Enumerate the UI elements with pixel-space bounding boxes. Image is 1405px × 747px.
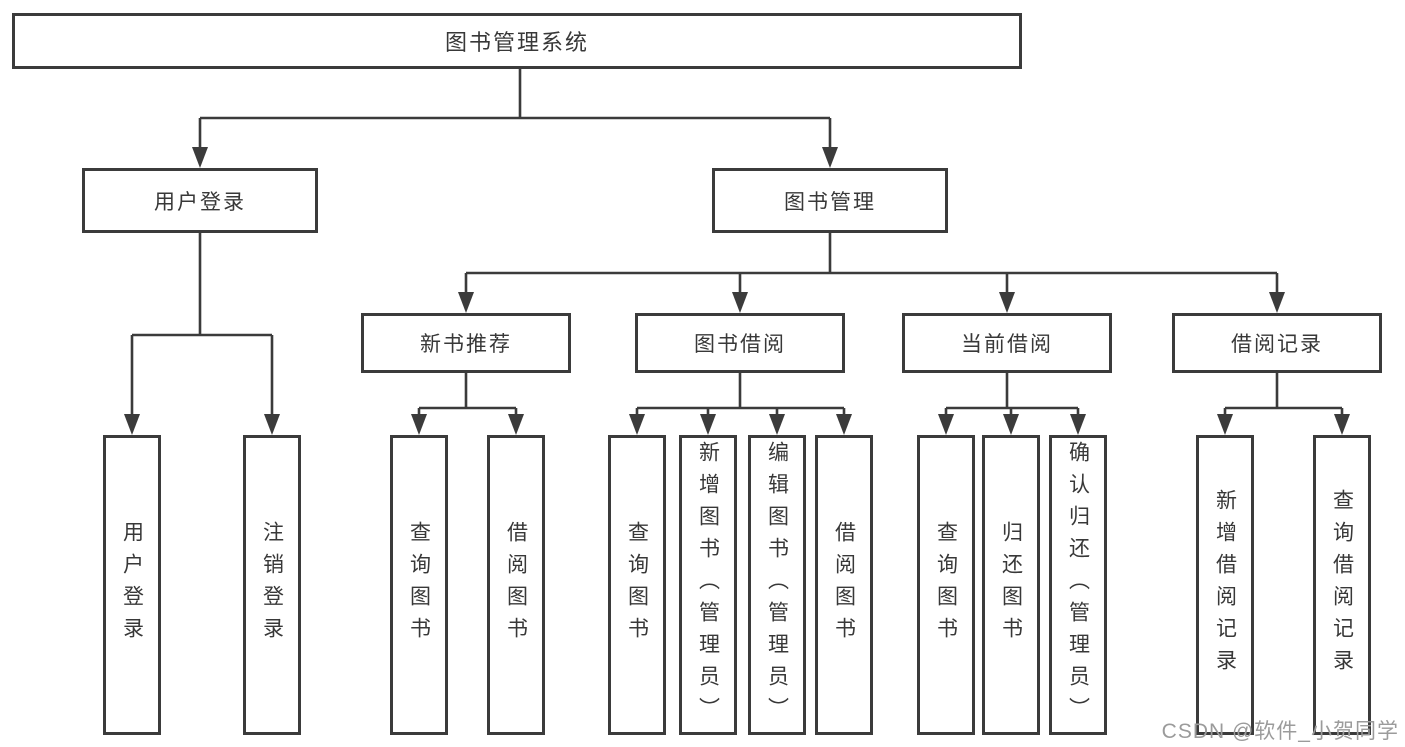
leaf-query-borrow-record: 查询借阅记录 — [1313, 435, 1371, 735]
leaf-label: 注销登录 — [260, 521, 284, 649]
arrowhead-icon — [1269, 292, 1285, 313]
leaf-label: 查询图书 — [934, 521, 958, 649]
leaf-confirm-return-admin: 确认归还（管理员） — [1049, 435, 1107, 735]
arrowhead-icon — [192, 147, 208, 168]
connector-path — [1223, 372, 1344, 417]
leaf-add-borrow-record: 新增借阅记录 — [1196, 435, 1254, 735]
arrowhead-icon — [508, 414, 524, 435]
arrowhead-icon — [999, 292, 1015, 313]
connector-borrow-records-to-leaves — [1217, 372, 1350, 435]
connector-path — [464, 232, 1279, 295]
leaf-borrow-books-newbooks: 借阅图书 — [487, 435, 545, 735]
node-current-borrow: 当前借阅 — [902, 313, 1112, 373]
node-label: 图书管理 — [784, 190, 876, 214]
leaf-borrow-books-borrow: 借阅图书 — [815, 435, 873, 735]
leaf-label: 查询图书 — [407, 521, 431, 649]
arrowhead-icon — [1217, 414, 1233, 435]
node-user-login: 用户登录 — [82, 168, 318, 233]
leaf-add-book-admin: 新增图书（管理员） — [679, 435, 737, 735]
node-new-books: 新书推荐 — [361, 313, 571, 373]
node-book-mgmt: 图书管理 — [712, 168, 948, 233]
connector-book-mgmt-to-level3 — [458, 232, 1285, 313]
node-label: 用户登录 — [154, 190, 246, 214]
arrowhead-icon — [938, 414, 954, 435]
arrowhead-icon — [124, 414, 140, 435]
connector-user-login-to-leaves — [124, 232, 280, 435]
node-label: 图书管理系统 — [444, 30, 589, 55]
leaf-query-books-newbooks: 查询图书 — [390, 435, 448, 735]
leaf-label: 编辑图书（管理员） — [765, 441, 789, 729]
arrowhead-icon — [1070, 414, 1086, 435]
node-label: 新书推荐 — [420, 333, 512, 356]
node-label: 当前借阅 — [961, 333, 1053, 356]
leaf-query-books-current: 查询图书 — [917, 435, 975, 735]
connector-path — [130, 232, 274, 417]
arrowhead-icon — [629, 414, 645, 435]
node-root-system: 图书管理系统 — [12, 13, 1022, 69]
node-label: 借阅记录 — [1231, 333, 1323, 356]
arrowhead-icon — [732, 292, 748, 313]
leaf-label: 用户登录 — [120, 521, 144, 649]
connector-new-books-to-leaves — [411, 372, 524, 435]
leaf-query-books-borrow: 查询图书 — [608, 435, 666, 735]
leaf-label: 确认归还（管理员） — [1066, 441, 1090, 729]
connector-path — [417, 372, 518, 417]
arrowhead-icon — [458, 292, 474, 313]
leaf-label: 借阅图书 — [504, 521, 528, 649]
leaf-label: 查询借阅记录 — [1330, 489, 1354, 681]
arrowhead-icon — [1334, 414, 1350, 435]
leaf-label: 借阅图书 — [832, 521, 856, 649]
arrowhead-icon — [836, 414, 852, 435]
leaf-user-login: 用户登录 — [103, 435, 161, 735]
watermark-text: CSDN @软件_小贺同学 — [1161, 720, 1399, 743]
arrowhead-icon — [411, 414, 427, 435]
node-book-borrow: 图书借阅 — [635, 313, 845, 373]
leaf-label: 新增图书（管理员） — [696, 441, 720, 729]
connector-path — [944, 372, 1080, 417]
leaf-return-book: 归还图书 — [982, 435, 1040, 735]
connector-path — [198, 68, 832, 150]
arrowhead-icon — [769, 414, 785, 435]
connector-book-borrow-to-leaves — [629, 372, 852, 435]
leaf-logout: 注销登录 — [243, 435, 301, 735]
arrowhead-icon — [700, 414, 716, 435]
arrowhead-icon — [1003, 414, 1019, 435]
connector-current-borrow-to-leaves — [938, 372, 1086, 435]
connector-path — [635, 372, 846, 417]
connector-root-to-level2 — [192, 68, 838, 168]
leaf-edit-book-admin: 编辑图书（管理员） — [748, 435, 806, 735]
leaf-label: 查询图书 — [625, 521, 649, 649]
node-borrow-records: 借阅记录 — [1172, 313, 1382, 373]
arrowhead-icon — [822, 147, 838, 168]
arrowhead-icon — [264, 414, 280, 435]
node-label: 图书借阅 — [694, 333, 786, 356]
leaf-label: 新增借阅记录 — [1213, 489, 1237, 681]
leaf-label: 归还图书 — [999, 521, 1023, 649]
